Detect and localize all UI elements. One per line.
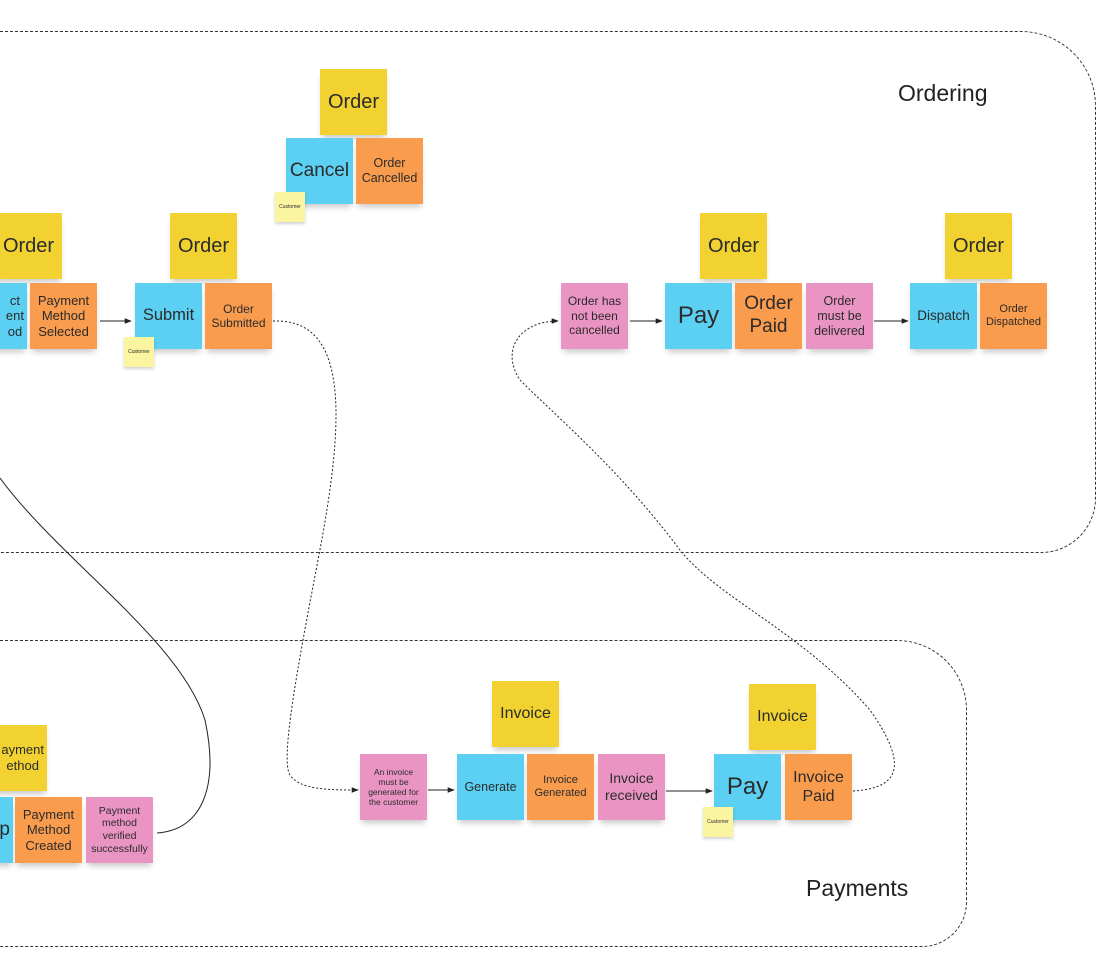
pay-order-command-note[interactable]: Pay: [665, 283, 732, 349]
invoice-paid-event-note[interactable]: Invoice Paid: [785, 754, 852, 820]
generate-invoice-command-note[interactable]: Generate: [457, 754, 524, 820]
order-must-be-delivered-policy-note[interactable]: Order must be delivered: [806, 283, 873, 349]
order-aggregate-note[interactable]: Order: [945, 213, 1012, 279]
cancel-command-note[interactable]: Cancel: [286, 138, 353, 204]
invoice-received-policy-note[interactable]: Invoice received: [598, 754, 665, 820]
order-aggregate-note[interactable]: Order: [320, 69, 387, 135]
order-aggregate-note[interactable]: Order: [170, 213, 237, 279]
order-aggregate-note[interactable]: Order: [700, 213, 767, 279]
invoice-must-be-generated-policy-note[interactable]: An invoice must be generated for the cus…: [360, 754, 427, 820]
payments-zone: [0, 640, 967, 947]
dotted-link-invoice-paid-to-not-cancelled: [511, 318, 895, 792]
invoice-generated-event-note[interactable]: Invoice Generated: [527, 754, 594, 820]
invoice-aggregate-note[interactable]: Invoice: [492, 681, 559, 747]
customer-actor-note[interactable]: Customer: [703, 807, 733, 837]
invoice-aggregate-note[interactable]: Invoice: [749, 684, 816, 750]
select-payment-method-command-note[interactable]: ct ent od: [0, 283, 27, 349]
order-cancelled-event-note[interactable]: Order Cancelled: [356, 138, 423, 204]
payment-method-aggregate-note[interactable]: ayment ethod: [0, 725, 47, 791]
dotted-link-submitted-to-invoice-policy: [272, 320, 359, 793]
order-submitted-event-note[interactable]: Order Submitted: [205, 283, 272, 349]
dispatch-command-note[interactable]: Dispatch: [910, 283, 977, 349]
customer-actor-note[interactable]: Customer: [124, 337, 154, 367]
customer-actor-note[interactable]: Customer: [275, 192, 305, 222]
submit-command-note[interactable]: Submit: [135, 283, 202, 349]
solid-link-verified-curve: [0, 477, 211, 834]
order-paid-event-note[interactable]: Order Paid: [735, 283, 802, 349]
ordering-zone-title: Ordering: [898, 80, 988, 106]
setup-payment-method-command-note[interactable]: p: [0, 797, 13, 863]
payment-method-created-event-note[interactable]: Payment Method Created: [15, 797, 82, 863]
order-dispatched-event-note[interactable]: Order Dispatched: [980, 283, 1047, 349]
order-aggregate-note[interactable]: Order: [0, 213, 62, 279]
ordering-zone: [0, 31, 1096, 553]
order-not-cancelled-policy-note[interactable]: Order has not been cancelled: [561, 283, 628, 349]
payments-zone-title: Payments: [806, 875, 909, 901]
payment-method-verified-policy-note[interactable]: Payment method verified successfully: [86, 797, 153, 863]
payment-method-selected-event-note[interactable]: Payment Method Selected: [30, 283, 97, 349]
